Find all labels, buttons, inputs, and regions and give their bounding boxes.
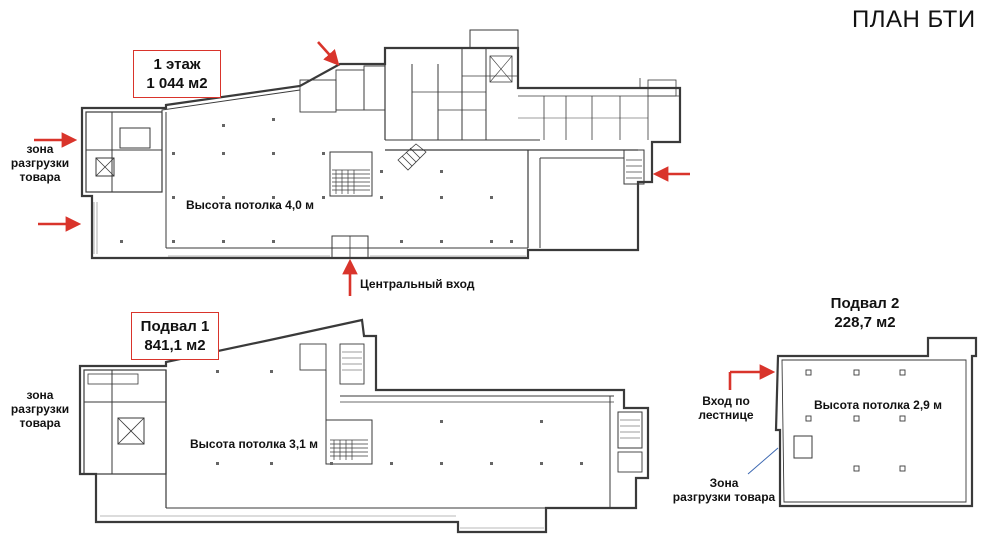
basement2-plan — [774, 336, 978, 508]
floor1-ceiling-label: Высота потолка 4,0 м — [186, 198, 315, 212]
floor1-tag: 1 этаж 1 044 м2 — [133, 50, 221, 98]
central-entrance-label: Центральный вход — [360, 277, 475, 291]
pointer-line-unloading — [747, 447, 779, 475]
basement1-area: 841,1 м2 — [144, 337, 206, 354]
basement2-area: 228,7 м2 — [834, 314, 896, 331]
arrow-top-entrance — [317, 41, 340, 66]
basement1-unloading-label: зона разгрузки товара — [10, 388, 70, 430]
floor1-area: 1 044 м2 — [146, 75, 208, 92]
basement1-ceiling-label: Высота потолка 3,1 м — [190, 437, 319, 451]
basement2-unloading-label: Зона разгрузки товара — [672, 476, 776, 504]
floor1-name: 1 этаж — [153, 56, 201, 73]
basement2-stair-entrance-label: Вход по лестнице — [698, 394, 754, 422]
basement1-plan — [78, 318, 650, 534]
basement1-tag: Подвал 1 841,1 м2 — [131, 312, 219, 360]
basement2-name: Подвал 2 — [830, 295, 900, 312]
floor1-unloading-label: зона разгрузки товара — [10, 142, 70, 184]
page-title: ПЛАН БТИ — [852, 6, 976, 33]
basement1-name: Подвал 1 — [140, 318, 210, 335]
floor1-arrows — [34, 41, 690, 296]
floor1-plan — [80, 29, 682, 260]
basement2-ceiling-label: Высота потолка 2,9 м — [814, 398, 943, 412]
basement2-tag: Подвал 2 228,7 м2 — [820, 290, 910, 336]
